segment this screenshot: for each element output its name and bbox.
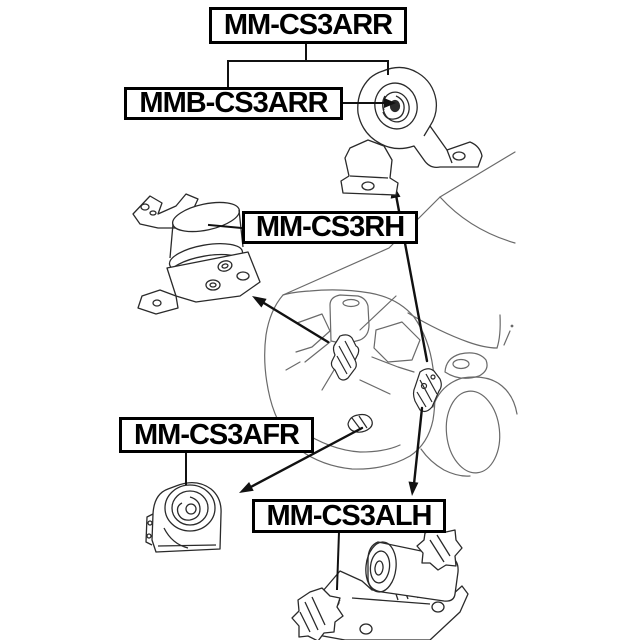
part-label-right-mount: MM-CS3RH bbox=[242, 211, 418, 244]
part-label-left-mount: MM-CS3ALH bbox=[252, 499, 446, 533]
lower-crossmember bbox=[299, 429, 401, 453]
hood-left-edge bbox=[282, 196, 441, 296]
front-tire bbox=[445, 390, 501, 474]
hood-upper-line bbox=[439, 151, 516, 198]
door-seam-tick bbox=[503, 330, 511, 346]
rocker-sill bbox=[420, 448, 471, 477]
wheel-arch bbox=[432, 376, 518, 415]
part-label-rear-mount-bushing: MMB-CS3ARR bbox=[124, 87, 343, 120]
arrow-bushing-callout bbox=[341, 98, 396, 108]
strut-tower bbox=[444, 352, 488, 379]
right-mount-drawing bbox=[132, 193, 261, 315]
subframe-arm bbox=[371, 356, 415, 373]
label-connectors bbox=[185, 43, 396, 591]
cowl-line bbox=[407, 312, 498, 349]
left-mount-drawing bbox=[291, 527, 469, 640]
engine-bay-outline bbox=[264, 289, 436, 470]
part-label-front-mount: MM-CS3AFR bbox=[119, 417, 314, 453]
mount-location-rear-left bbox=[412, 368, 442, 413]
front-mount-drawing bbox=[145, 482, 222, 553]
connector-right-mount bbox=[207, 223, 244, 230]
arrow-front-mount-location bbox=[239, 426, 364, 493]
tree-lines bbox=[227, 43, 389, 88]
a-pillar-hook bbox=[496, 314, 501, 349]
mount-location-right bbox=[330, 334, 360, 381]
engine-cap bbox=[342, 298, 360, 308]
rear-mount-drawing bbox=[340, 66, 483, 196]
connector-left-mount bbox=[335, 530, 341, 591]
arrow-right-mount-location bbox=[252, 296, 330, 344]
subframe-diagonal bbox=[304, 295, 397, 363]
strut-hole bbox=[452, 358, 470, 370]
door-dot bbox=[510, 324, 514, 328]
windshield-line bbox=[439, 196, 516, 244]
arrow-left-mount-location bbox=[408, 406, 424, 496]
subframe-right-member bbox=[373, 321, 421, 363]
part-label-rear-mount: MM-CS3ARR bbox=[209, 7, 407, 44]
engine-block bbox=[329, 294, 370, 345]
subframe-left-member bbox=[295, 313, 331, 353]
